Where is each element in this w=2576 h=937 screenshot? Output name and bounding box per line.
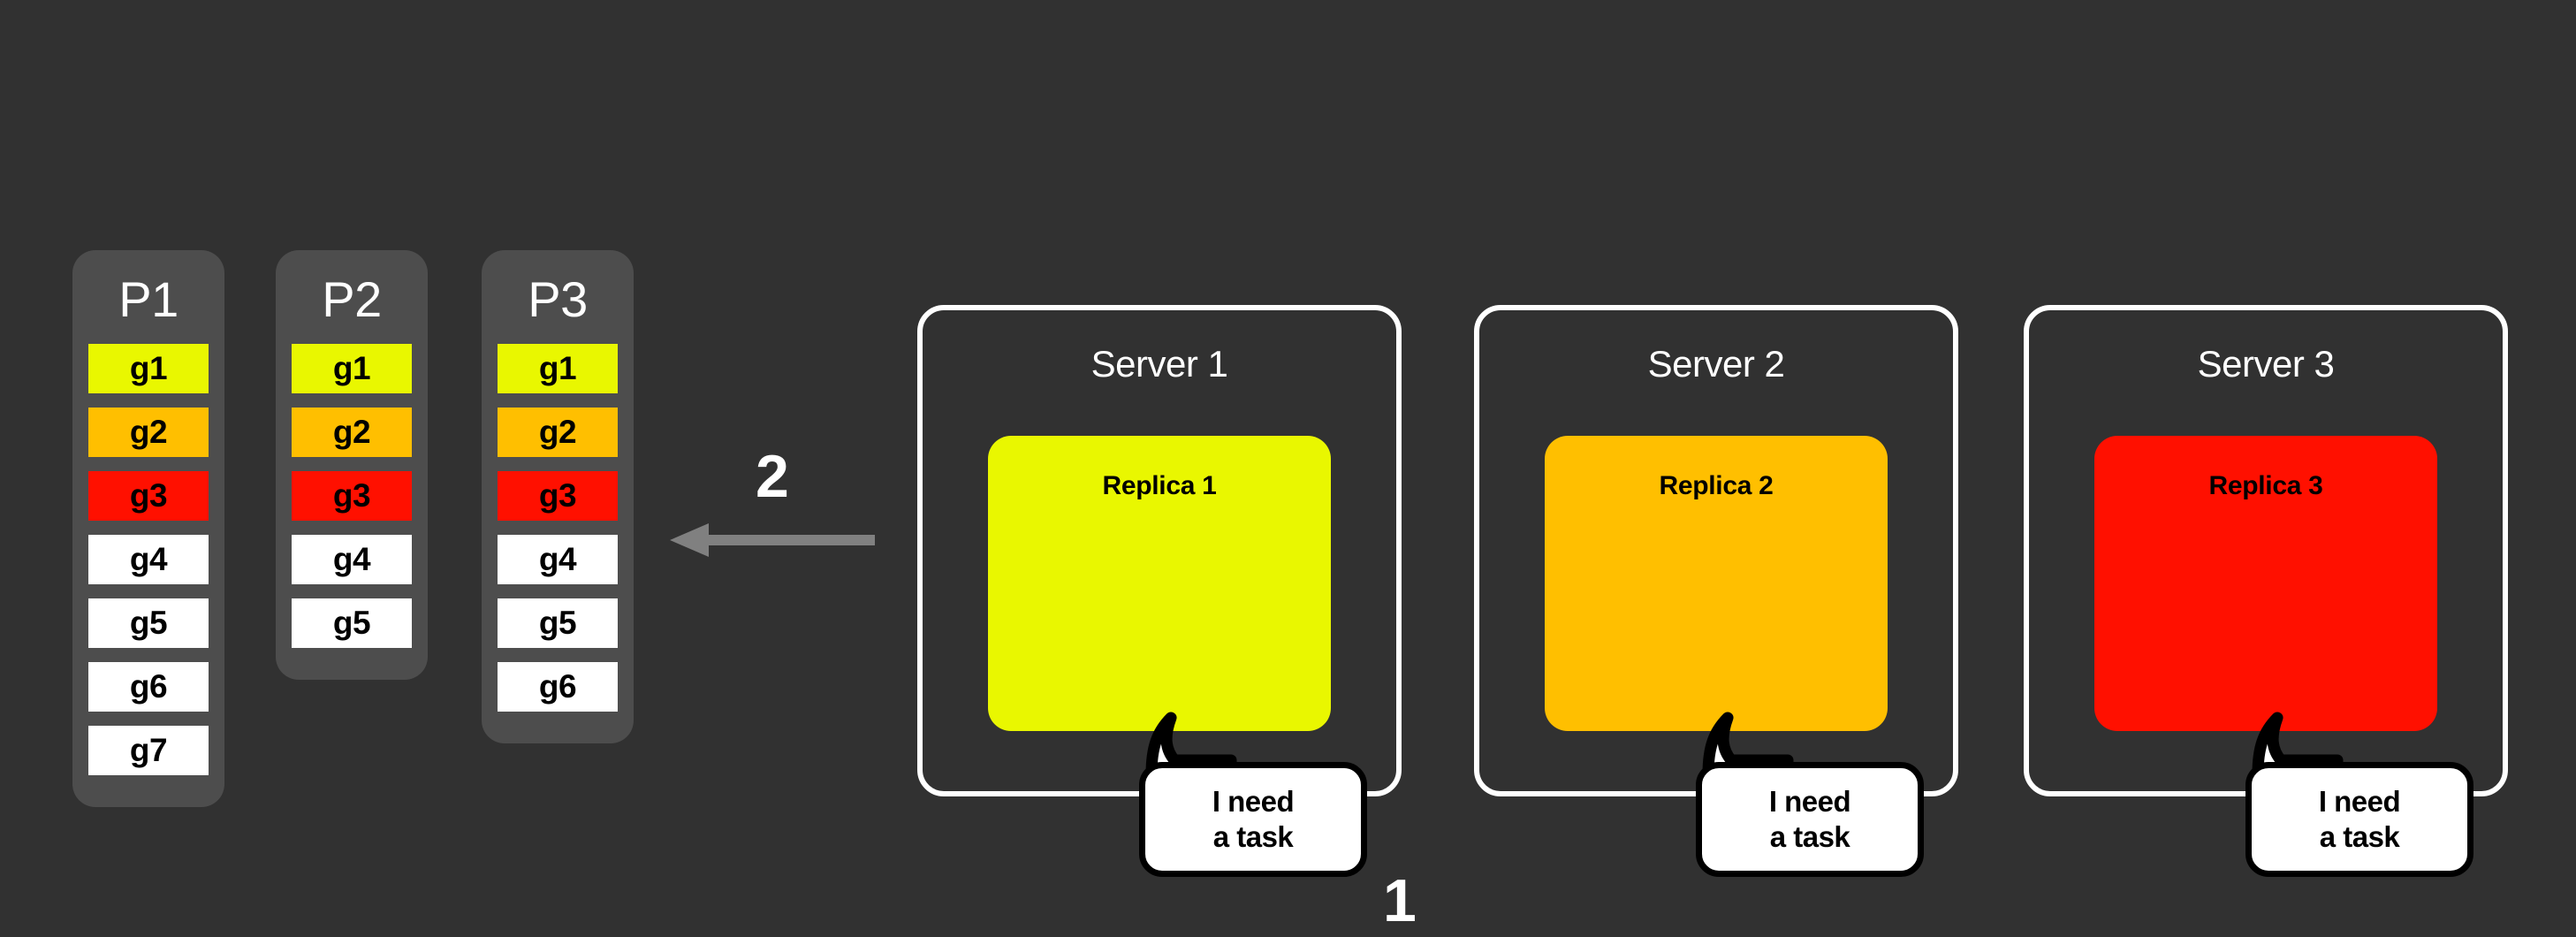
speech-bubble-line-2: a task [2319,820,2400,853]
task-chip[interactable]: g4 [292,535,412,584]
speech-bubble-1: I need a task [1139,712,1367,877]
task-chip[interactable]: g5 [498,598,618,648]
task-chip[interactable]: g1 [88,344,209,393]
server-box-1[interactable]: Server 1 Replica 1 [917,305,1402,796]
replica-box-1[interactable]: Replica 1 [988,436,1331,731]
speech-bubble-body: I need a task [2245,762,2473,877]
task-chip[interactable]: g1 [498,344,618,393]
partition-column-p2[interactable]: P2 g1 g2 g3 g4 g5 [276,250,428,680]
server-title: Server 1 [1090,343,1228,385]
partition-column-p3[interactable]: P3 g1 g2 g3 g4 g5 g6 [482,250,634,743]
replica-box-2[interactable]: Replica 2 [1545,436,1888,731]
replica-label: Replica 1 [1102,471,1217,500]
task-chip[interactable]: g3 [498,471,618,521]
task-chip[interactable]: g6 [88,662,209,712]
task-chip-list: g1 g2 g3 g4 g5 [276,344,428,680]
assignment-arrow-left-icon [670,523,875,557]
speech-bubble-body: I need a task [1139,762,1367,877]
replica-box-3[interactable]: Replica 3 [2094,436,2437,731]
speech-bubble-3: I need a task [2245,712,2473,877]
step-number-2: 2 [756,443,789,510]
speech-bubble-tail-icon [1702,712,1794,776]
task-chip[interactable]: g5 [88,598,209,648]
task-chip[interactable]: g2 [498,408,618,457]
task-chip[interactable]: g1 [292,344,412,393]
partition-title: P1 [118,271,179,327]
speech-bubble-line-2: a task [1212,820,1294,853]
task-chip[interactable]: g5 [292,598,412,648]
task-chip[interactable]: g3 [292,471,412,521]
task-chip[interactable]: g4 [88,535,209,584]
task-chip-list: g1 g2 g3 g4 g5 g6 [482,344,634,743]
speech-bubble-line-2: a task [1769,820,1850,853]
partition-title: P2 [322,271,382,327]
arrow-shaft [707,535,875,545]
speech-bubble-tail-icon [1145,712,1237,776]
task-chip-list: g1 g2 g3 g4 g5 g6 g7 [72,344,224,807]
task-chip[interactable]: g2 [88,408,209,457]
step-number-1: 1 [1383,867,1417,934]
partition-column-p1[interactable]: P1 g1 g2 g3 g4 g5 g6 g7 [72,250,224,807]
partition-title: P3 [528,271,588,327]
arrow-head-icon [670,523,709,557]
replica-label: Replica 3 [2208,471,2323,500]
server-title: Server 3 [2197,343,2335,385]
speech-bubble-body: I need a task [1696,762,1924,877]
task-chip[interactable]: g2 [292,408,412,457]
speech-bubble-line-1: I need [2318,784,2401,818]
replica-label: Replica 2 [1659,471,1774,500]
task-chip[interactable]: g3 [88,471,209,521]
task-chip[interactable]: g4 [498,535,618,584]
speech-bubble-line-1: I need [1212,784,1295,818]
speech-bubble-line-1: I need [1768,784,1851,818]
server-box-3[interactable]: Server 3 Replica 3 [2024,305,2508,796]
task-chip[interactable]: g6 [498,662,618,712]
task-chip[interactable]: g7 [88,726,209,775]
server-title: Server 2 [1647,343,1785,385]
speech-bubble-tail-icon [2252,712,2344,776]
speech-bubble-2: I need a task [1696,712,1924,877]
